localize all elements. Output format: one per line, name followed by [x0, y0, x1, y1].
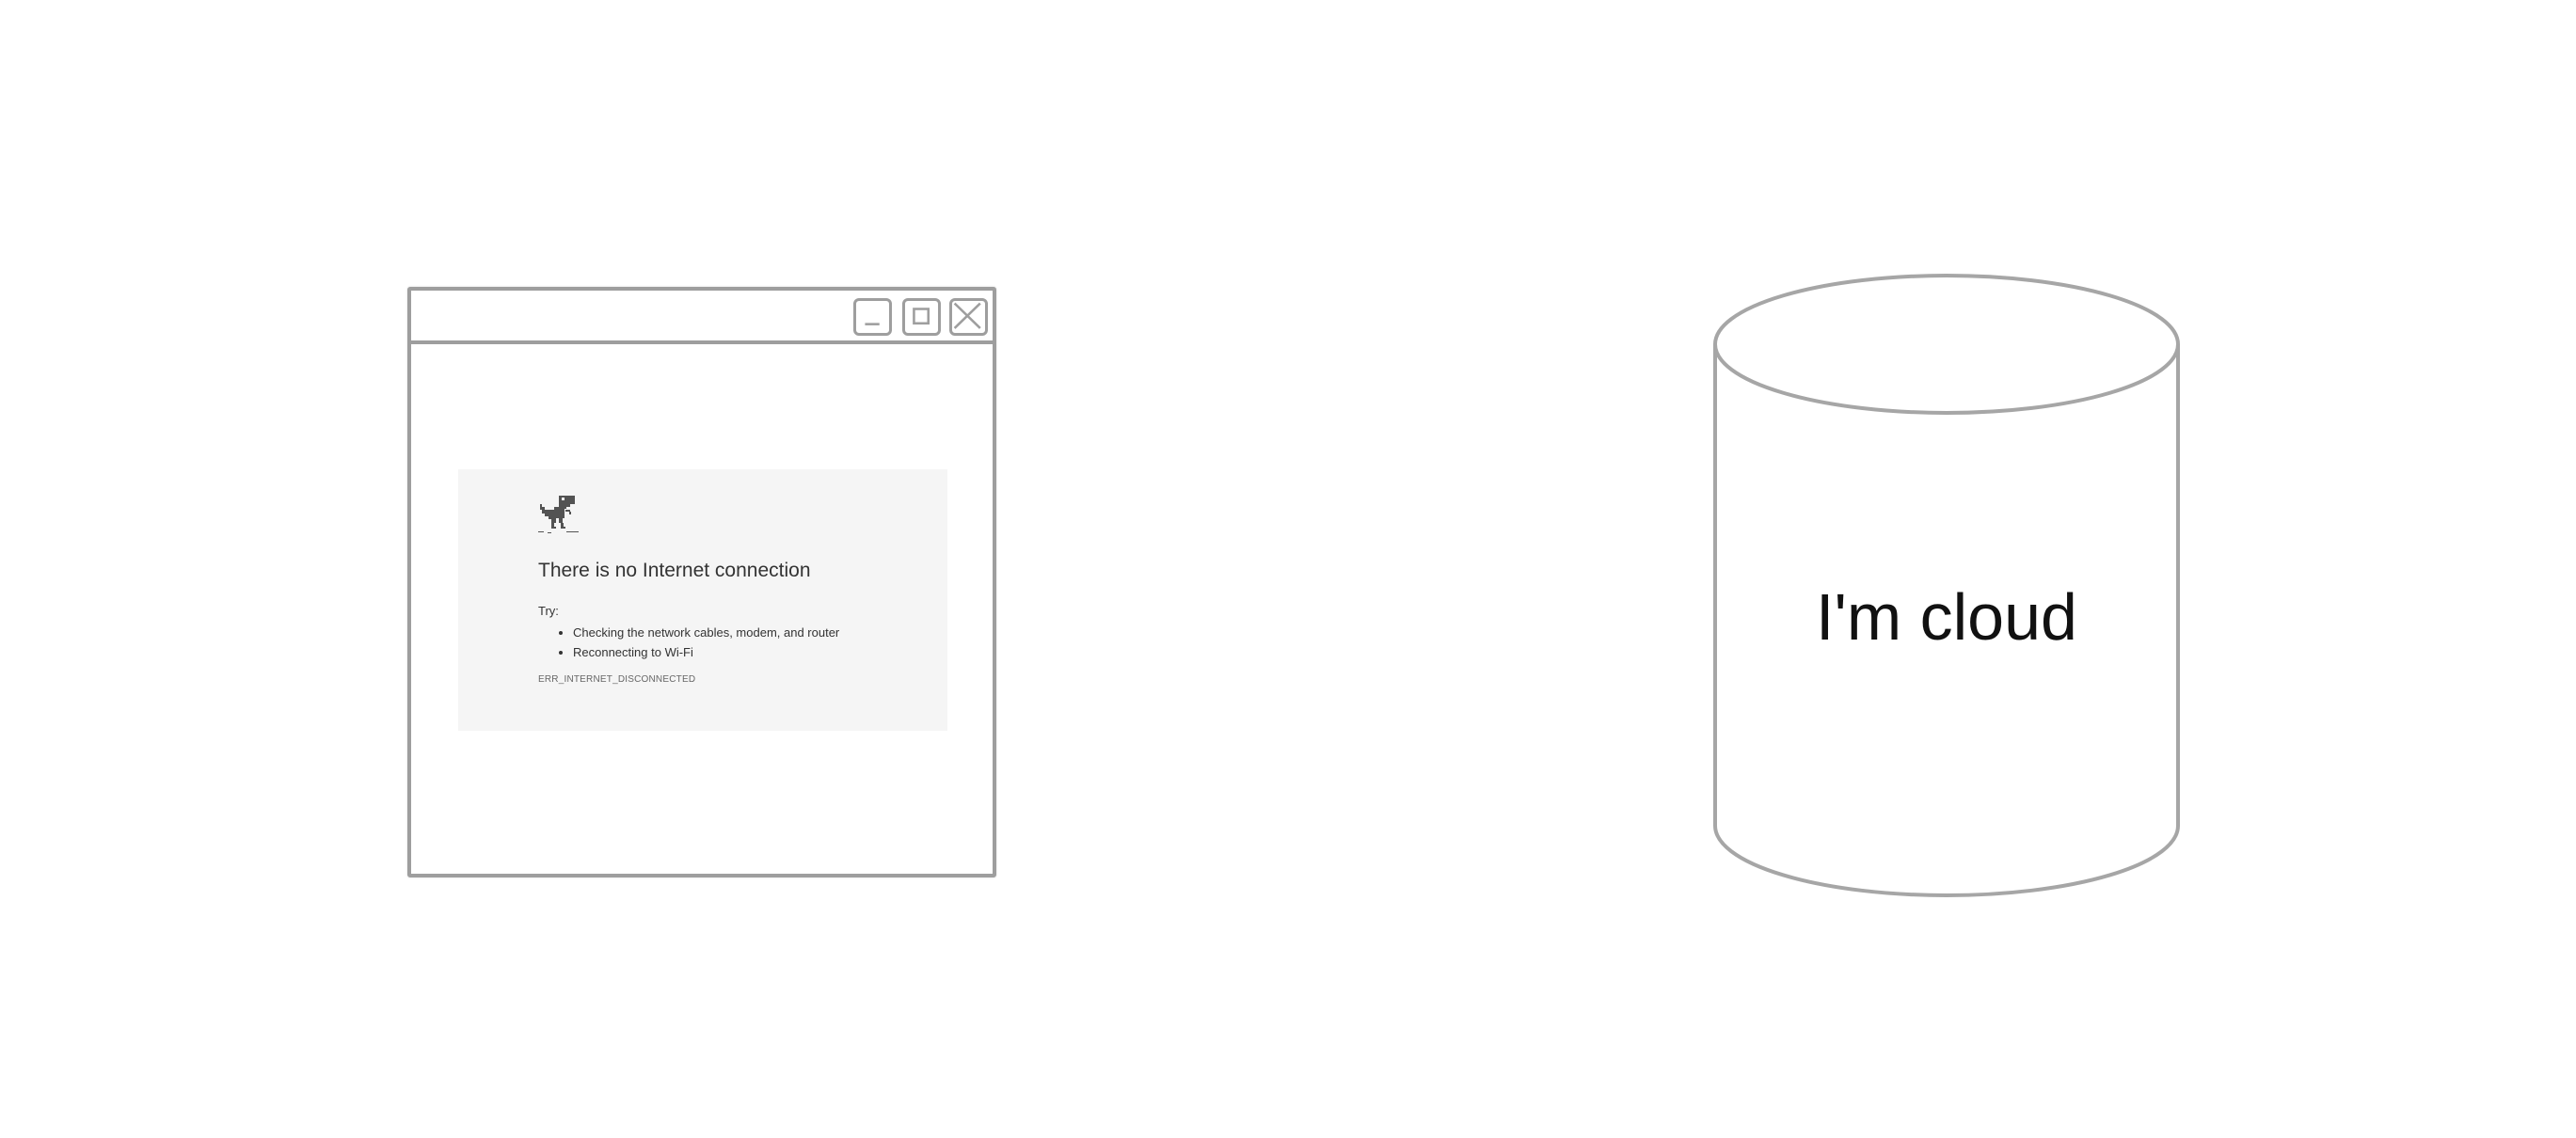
- cylinder-shape: [1713, 274, 2180, 897]
- suggestion-list: Checking the network cables, modem, and …: [538, 623, 839, 662]
- close-icon: [953, 302, 981, 329]
- offline-error-card: There is no Internet connection Try: Che…: [458, 469, 947, 731]
- maximize-button[interactable]: [902, 298, 941, 336]
- suggestion-item: Checking the network cables, modem, and …: [573, 623, 839, 642]
- minimize-button[interactable]: [853, 298, 892, 336]
- dinosaur-icon: [538, 496, 579, 533]
- title-bar: [411, 291, 993, 344]
- error-title: There is no Internet connection: [538, 560, 811, 581]
- browser-window: There is no Internet connection Try: Che…: [407, 287, 996, 877]
- cylinder-label: I'm cloud: [1816, 580, 2077, 654]
- maximize-icon: [913, 308, 930, 325]
- cloud-cylinder: I'm cloud: [1708, 269, 2186, 901]
- minimize-icon: [865, 323, 880, 325]
- error-code: ERR_INTERNET_DISCONNECTED: [538, 674, 696, 685]
- close-button[interactable]: [949, 298, 988, 336]
- suggestion-item: Reconnecting to Wi-Fi: [573, 642, 839, 662]
- try-label: Try:: [538, 604, 559, 618]
